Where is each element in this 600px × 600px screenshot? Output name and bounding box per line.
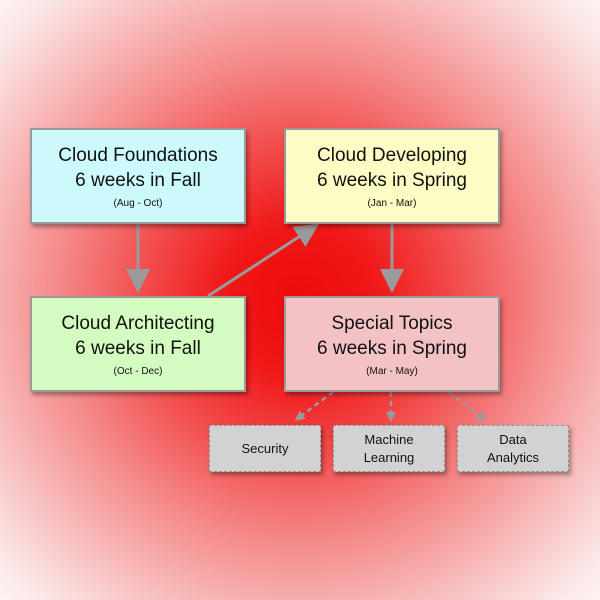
- node-dates: (Aug - Oct): [113, 198, 163, 209]
- subtopic-label-line1: Data: [499, 431, 527, 447]
- node-cloud-developing: Cloud Developing 6 weeks in Spring (Jan …: [284, 128, 500, 224]
- subtopic-label: Security: [241, 440, 289, 456]
- node-title: Cloud Foundations: [58, 145, 218, 166]
- node-duration: 6 weeks in Spring: [317, 170, 467, 191]
- subtopic-machine-learning: Machine Learning: [333, 425, 445, 472]
- node-duration: 6 weeks in Fall: [75, 338, 201, 359]
- node-title: Cloud Developing: [317, 145, 467, 166]
- node-cloud-architecting: Cloud Architecting 6 weeks in Fall (Oct …: [30, 296, 246, 392]
- node-dates: (Mar - May): [366, 366, 418, 377]
- arrow-architecting-to-developing: [207, 223, 320, 298]
- subtopic-security: Security: [209, 425, 321, 472]
- node-special-topics: Special Topics 6 weeks in Spring (Mar - …: [284, 296, 500, 392]
- subtopic-data-analytics: Data Analytics: [457, 425, 569, 472]
- node-title: Cloud Architecting: [61, 313, 215, 334]
- node-title: Special Topics: [331, 313, 453, 334]
- subtopic-label-line2: Analytics: [486, 449, 540, 465]
- arrow-special-to-data: [448, 391, 487, 421]
- subtopic-label-line2: Learning: [363, 449, 415, 465]
- node-dates: (Jan - Mar): [367, 198, 417, 209]
- node-duration: 6 weeks in Fall: [75, 170, 201, 191]
- arrow-special-to-security: [294, 391, 334, 421]
- subtopic-label-line1: Machine: [364, 431, 414, 447]
- node-cloud-foundations: Cloud Foundations 6 weeks in Fall (Aug -…: [30, 128, 246, 224]
- node-duration: 6 weeks in Spring: [317, 338, 467, 359]
- node-dates: (Oct - Dec): [113, 366, 163, 377]
